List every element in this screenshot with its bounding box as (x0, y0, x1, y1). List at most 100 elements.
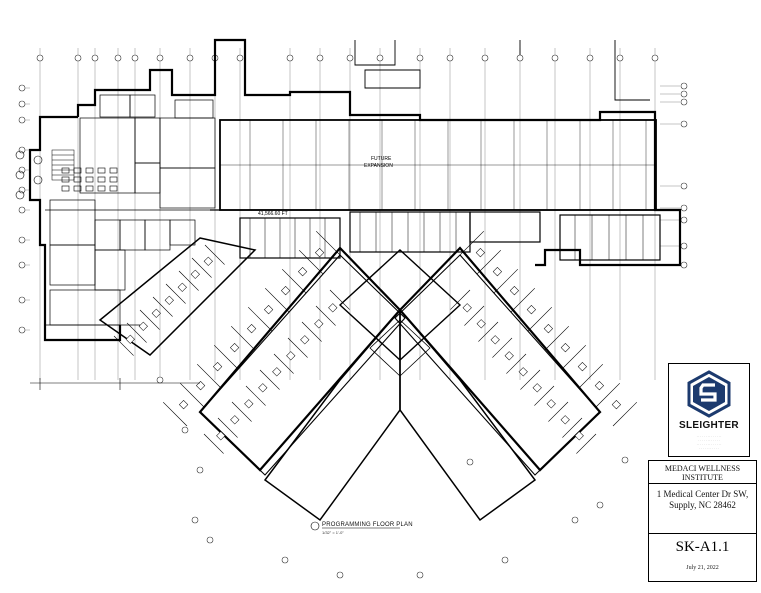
patient-room-wall (548, 401, 569, 422)
patient-bed (272, 367, 282, 377)
grid-bubble (156, 54, 164, 62)
dining-table (15, 150, 25, 160)
grid-bubble (466, 458, 474, 466)
grid-bubble (18, 166, 26, 174)
dining-table (109, 176, 118, 183)
patient-room-wall (315, 305, 336, 326)
grid-bubble (156, 376, 164, 384)
grid-bubble (416, 571, 424, 579)
patient-room-wall (178, 270, 199, 291)
patient-bed (244, 399, 254, 409)
grid-bubble (651, 54, 659, 62)
patient-room-wall (139, 309, 160, 330)
grid-bubble (18, 84, 26, 92)
patient-bed (328, 303, 338, 313)
grid-bubble (346, 54, 354, 62)
project-line-2: INSTITUTE (682, 473, 723, 482)
patient-bed (532, 383, 542, 393)
dining-table (15, 170, 25, 180)
dining-table (85, 167, 94, 174)
patient-room-wall (576, 433, 597, 454)
patient-room-wall (478, 321, 499, 342)
grid-bubble (596, 501, 604, 509)
dining-table (97, 176, 106, 183)
patient-room-wall (165, 283, 186, 304)
patient-room-wall (287, 337, 308, 358)
title-block-divider (649, 483, 756, 484)
patient-bed (509, 286, 519, 296)
patient-room-wall (273, 353, 294, 374)
grid-bubble (376, 54, 384, 62)
patient-bed (560, 343, 570, 353)
patient-bed (611, 400, 621, 410)
patient-room-wall (612, 401, 638, 427)
patient-room-wall (492, 337, 513, 358)
dining-table (33, 175, 43, 185)
patient-room-wall (247, 306, 273, 332)
patient-bed (230, 343, 240, 353)
patient-bed (298, 267, 308, 277)
patient-bed (230, 415, 240, 425)
plan-title: PROGRAMMING FLOOR PLAN (322, 522, 413, 528)
grid-bubble (680, 261, 688, 269)
grid-bubble (18, 146, 26, 154)
patient-bed (196, 381, 206, 391)
patient-room-wall (578, 363, 604, 389)
grid-bubble (571, 516, 579, 524)
patient-bed (574, 431, 584, 441)
patient-room-wall (510, 287, 536, 313)
grid-bubble (680, 242, 688, 250)
grid-bubble (336, 571, 344, 579)
patient-bed (300, 335, 310, 345)
patient-room-wall (217, 417, 238, 438)
grid-bubble (18, 296, 26, 304)
patient-bed (490, 335, 500, 345)
dining-table (61, 176, 70, 183)
dining-table (109, 185, 118, 192)
grid-bubble (186, 54, 194, 62)
grid-bubble (621, 456, 629, 464)
patient-bed (125, 334, 135, 344)
patient-room-wall (520, 369, 541, 390)
patient-bed (203, 256, 213, 266)
grid-bubble (680, 98, 688, 106)
grid-bubble (446, 54, 454, 62)
patient-bed (177, 282, 187, 292)
patient-bed (504, 351, 514, 361)
dining-table (61, 167, 70, 174)
dining-table (97, 167, 106, 174)
future-label-2: EXPANSION (364, 163, 393, 169)
dining-table (85, 176, 94, 183)
patient-room-wall (476, 249, 502, 275)
patient-room-wall (259, 369, 280, 390)
patient-room-wall (126, 322, 147, 343)
patient-room-wall (493, 268, 519, 294)
patient-bed (151, 308, 161, 318)
patient-bed (138, 321, 148, 331)
patient-bed (258, 383, 268, 393)
company-fine-print: · · · · · · · · · · · · · ·· · · · · · ·… (696, 434, 722, 450)
patient-bed (560, 415, 570, 425)
sleighter-logo-icon (687, 370, 731, 418)
patient-room-wall (506, 353, 527, 374)
patient-bed (492, 267, 502, 277)
patient-bed (179, 400, 189, 410)
project-line-1: MEDACI WELLNESS (664, 464, 741, 473)
grid-bubble (281, 556, 289, 564)
patient-room-wall (544, 325, 570, 351)
grid-bubble (516, 54, 524, 62)
grid-bubble (680, 216, 688, 224)
title-block-info: MEDACI WELLNESS INSTITUTE 1 Medical Cent… (648, 460, 757, 582)
x-wing (98, 237, 602, 522)
patient-room-wall (196, 363, 222, 389)
grid-bubble (191, 516, 199, 524)
grid-bubble (236, 54, 244, 62)
patient-room-wall (315, 230, 341, 256)
dining-table (109, 167, 118, 174)
project-address: 1 Medical Center Dr SW, Supply, NC 28462 (649, 489, 756, 511)
plan-scale: 1/32" = 1'-0" (322, 530, 344, 535)
grid-bubble (18, 116, 26, 124)
future-label-1: FUTURE (371, 156, 392, 162)
address-line-1: 1 Medical Center Dr SW, (656, 489, 749, 499)
